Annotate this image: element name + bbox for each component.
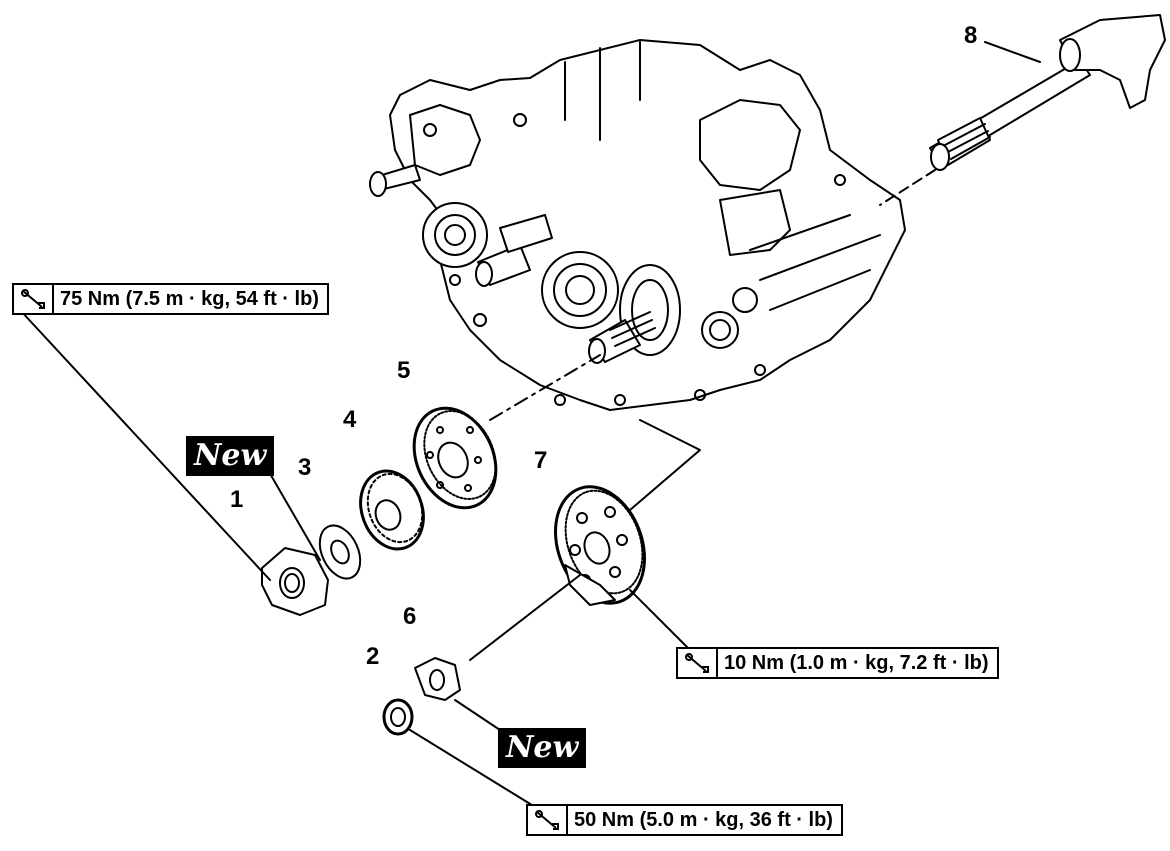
part-6-plate	[414, 657, 461, 701]
label-part-3: 3	[298, 454, 312, 481]
part-5-gear	[412, 406, 498, 510]
torque-wrench-icon	[678, 649, 718, 677]
part-7-gear	[554, 485, 646, 606]
torque-value: 10 Nm (1.0 m · kg, 7.2 ft · lb)	[724, 651, 989, 674]
crankcase	[389, 39, 906, 411]
part-2-collar	[382, 698, 414, 736]
part-1-nut	[261, 547, 329, 616]
label-part-6: 6	[403, 603, 417, 630]
crankcase-shafts	[369, 164, 656, 364]
new-badge: New	[186, 436, 275, 476]
torque-value: 50 Nm (5.0 m · kg, 36 ft · lb)	[574, 808, 833, 831]
label-part-2: 2	[366, 643, 380, 670]
new-badge: New	[498, 728, 587, 768]
label-part-7: 7	[534, 447, 548, 474]
part-4-gear	[359, 469, 425, 551]
part-3-washer	[318, 524, 362, 580]
label-part-5: 5	[397, 357, 411, 384]
torque-wrench-icon	[14, 285, 54, 313]
torque-callout-50nm: 50 Nm (5.0 m · kg, 36 ft · lb)	[526, 804, 843, 836]
torque-wrench-icon	[528, 806, 568, 834]
torque-value: 75 Nm (7.5 m · kg, 54 ft · lb)	[60, 287, 319, 310]
torque-callout-75nm: 75 Nm (7.5 m · kg, 54 ft · lb)	[12, 283, 329, 315]
part-8-shaft	[929, 14, 1166, 171]
label-part-4: 4	[343, 406, 357, 433]
label-part-1: 1	[230, 486, 244, 513]
label-part-8: 8	[964, 22, 978, 49]
torque-callout-10nm: 10 Nm (1.0 m · kg, 7.2 ft · lb)	[676, 647, 999, 679]
